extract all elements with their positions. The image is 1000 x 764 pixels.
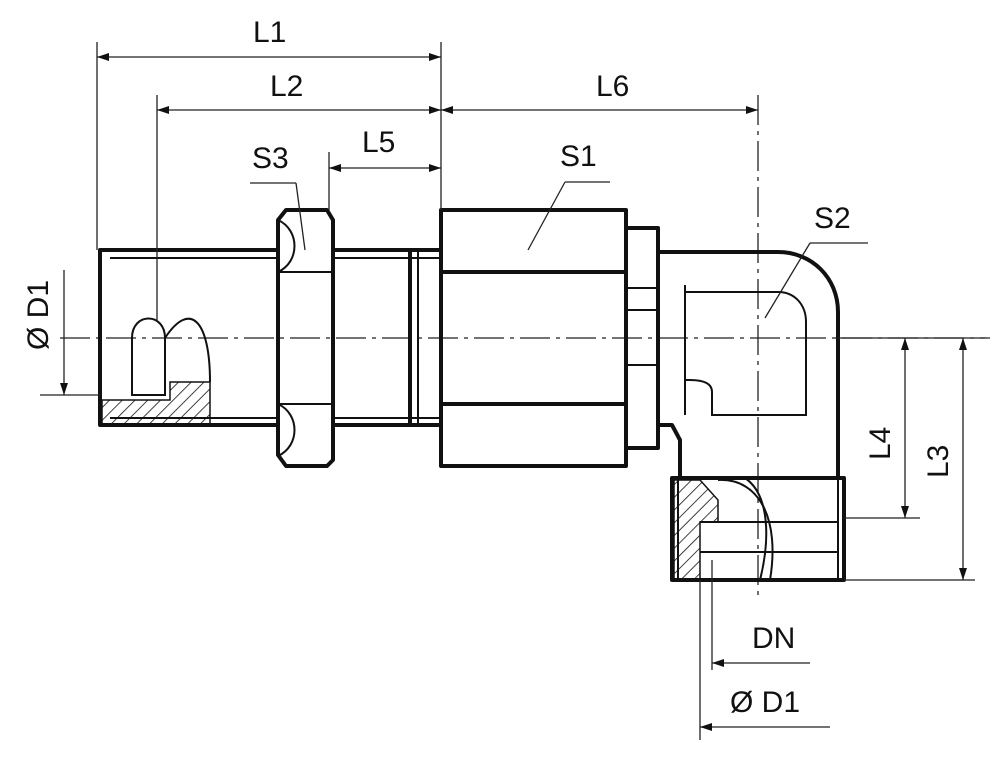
bottom-outlet bbox=[670, 476, 846, 582]
label-dn: DN bbox=[752, 622, 795, 655]
label-s2: S2 bbox=[814, 202, 851, 235]
body-section bbox=[331, 248, 443, 427]
label-l4: L4 bbox=[864, 427, 897, 460]
label-l3: L3 bbox=[922, 445, 955, 478]
label-d1-bottom: Ø D1 bbox=[730, 686, 800, 719]
label-l1: L1 bbox=[253, 16, 286, 49]
label-l2: L2 bbox=[270, 70, 303, 103]
s3-hex-nut bbox=[276, 208, 335, 468]
label-d1-left: Ø D1 bbox=[22, 280, 55, 350]
s2-elbow bbox=[658, 250, 840, 478]
label-l6: L6 bbox=[596, 70, 629, 103]
label-l5: L5 bbox=[362, 126, 395, 159]
label-s3: S3 bbox=[252, 142, 289, 175]
label-s1: S1 bbox=[560, 140, 597, 173]
ring bbox=[624, 226, 660, 450]
